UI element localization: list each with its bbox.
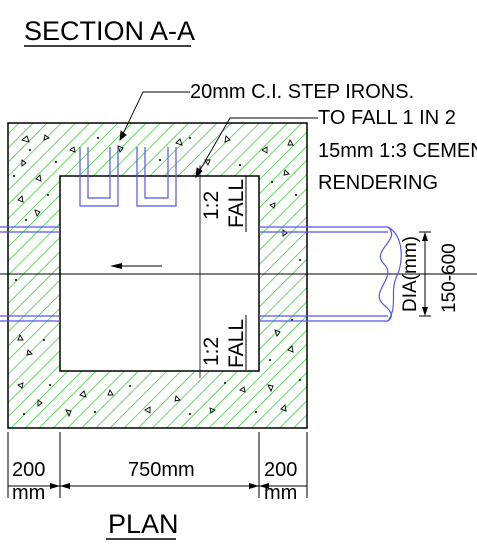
fall-callout: TO FALL 1 IN 2 xyxy=(318,107,456,129)
dim-right-unit: mm xyxy=(264,482,297,504)
pipe-dia-range: 150-600 xyxy=(439,243,460,313)
rendering-callout-line2: RENDERING xyxy=(318,172,438,194)
lower-slope-ratio: 1:2 xyxy=(200,337,223,366)
pipe xyxy=(0,226,402,322)
lower-slope-fall: FALL xyxy=(225,319,248,368)
dim-center-value: 750mm xyxy=(128,459,195,481)
step-iron-left xyxy=(79,147,119,207)
flow-arrow xyxy=(110,263,162,269)
dim-left-unit: mm xyxy=(12,482,45,504)
dimension-arrowheads xyxy=(50,483,269,489)
upper-slope-ratio: 1:2 xyxy=(200,191,223,220)
pipe-diameter-dimension xyxy=(419,231,431,317)
manhole-wall xyxy=(7,122,308,429)
plan-title: PLAN xyxy=(108,509,179,539)
pipe-dia-label: DIA(mm) xyxy=(400,236,421,312)
dim-left-value: 200 xyxy=(12,459,45,481)
dim-right-value: 200 xyxy=(264,459,297,481)
rendering-callout-line1: 15mm 1:3 CEMENT xyxy=(318,140,477,162)
callout-leaders xyxy=(119,91,318,179)
upper-slope-fall: FALL xyxy=(225,179,248,228)
concrete-dots xyxy=(13,137,301,415)
step-iron-right xyxy=(136,147,177,207)
step-irons-callout: 20mm C.I. STEP IRONS. xyxy=(190,81,414,103)
concrete-aggregate-marks xyxy=(17,134,294,418)
section-title: SECTION A-A xyxy=(24,16,195,46)
